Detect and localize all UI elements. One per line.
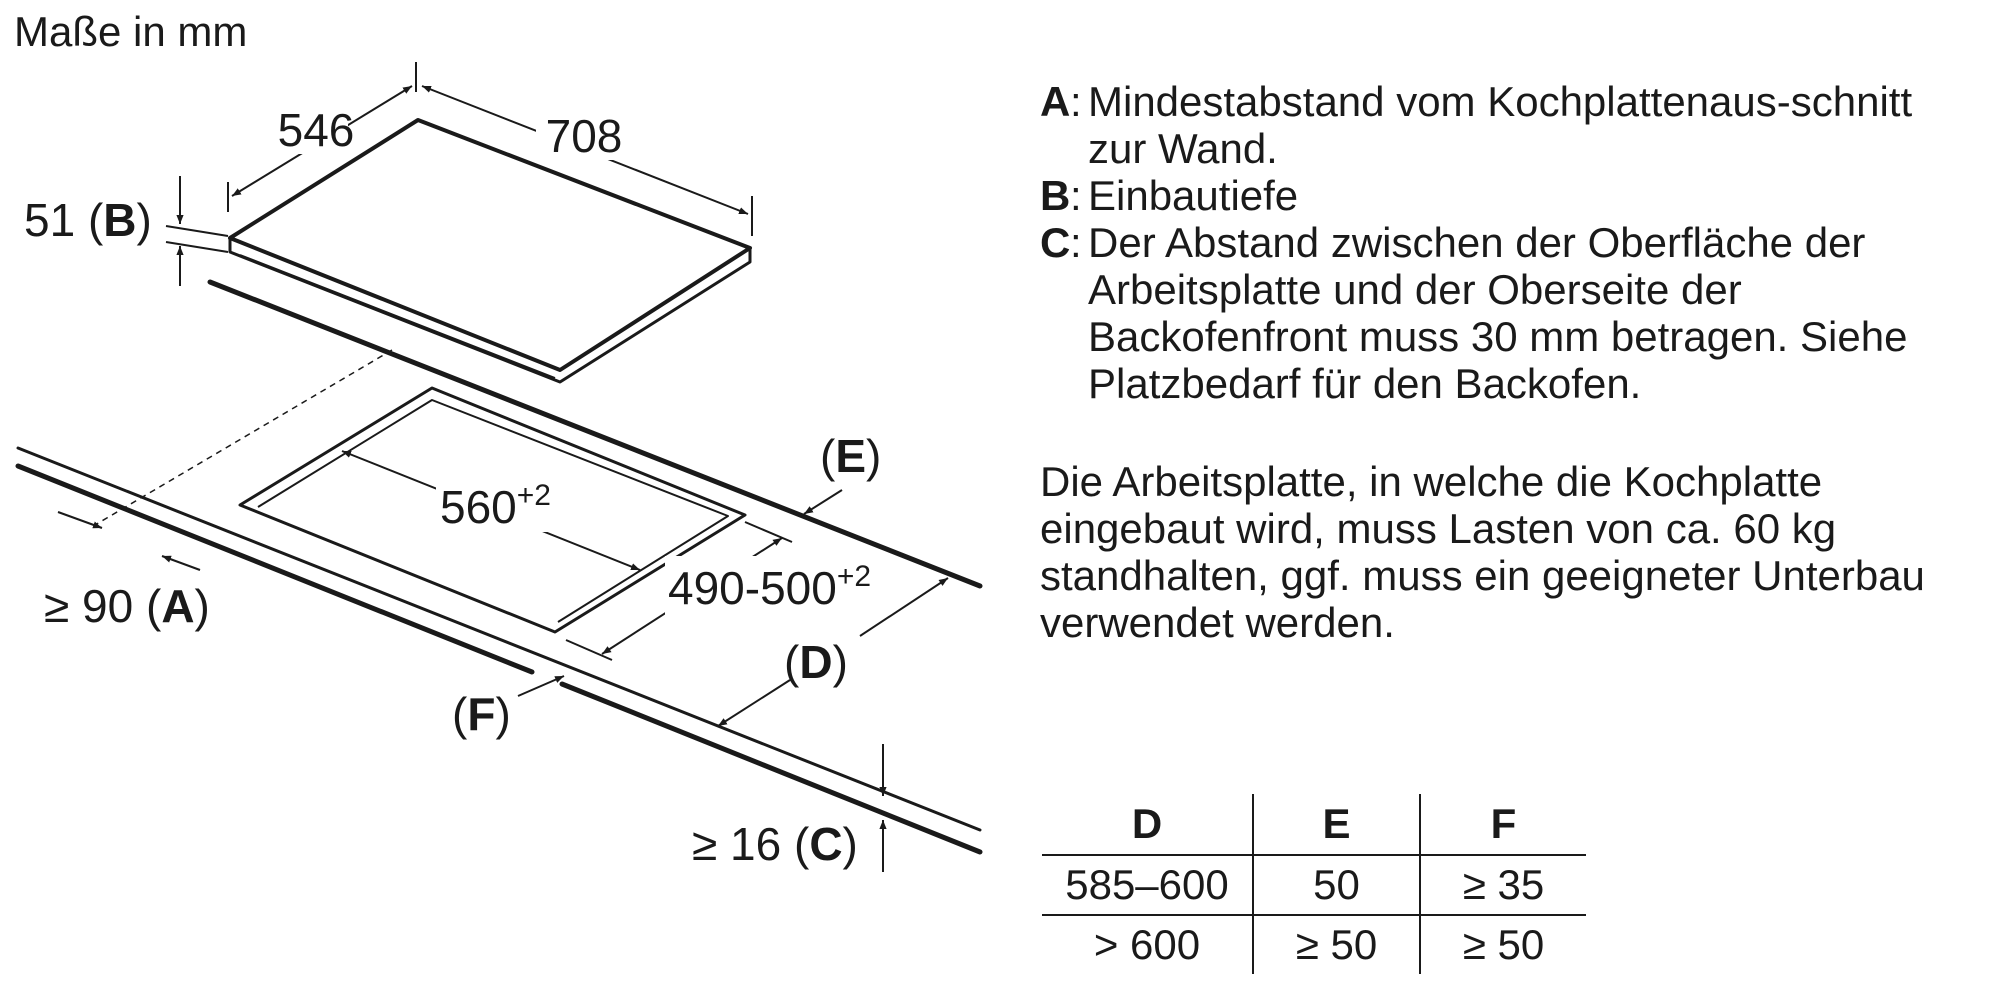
table-cell: ≥ 35 <box>1419 855 1586 916</box>
worktop-front-bottom-edge-right <box>559 681 983 855</box>
label-width: 708 <box>546 110 623 162</box>
label-cutout-width: 560+2 <box>440 479 551 533</box>
cutout-outer <box>238 386 747 634</box>
table-header: E <box>1252 794 1420 856</box>
cooktop-top-face <box>228 118 752 372</box>
legend-key: C <box>1040 219 1071 266</box>
label-depth: 546 <box>278 104 355 156</box>
table-cell: 50 <box>1252 855 1420 916</box>
table-header: D <box>1042 794 1253 856</box>
table-header-row: D E F <box>1042 794 1586 856</box>
legend-key: A <box>1040 78 1071 125</box>
cooktop <box>228 118 752 384</box>
worktop-front-top-edge <box>16 446 982 832</box>
table-cell: > 600 <box>1093 921 1201 968</box>
legend-key: B <box>1040 172 1071 219</box>
worktop-back-edge <box>207 279 983 589</box>
worktop-front-bottom-edge-left <box>15 463 535 675</box>
dimension-wall-distance <box>57 511 201 571</box>
clearance-table: D E F 585–600 50 ≥ 35 > 600 ≥ 50 ≥ 50 <box>1042 794 1586 974</box>
label-e: (E) <box>820 430 881 482</box>
leader-e <box>803 489 843 515</box>
table-cell: ≥ 50 <box>1252 915 1420 974</box>
legend-item-c: C: Der Abstand zwischen der Oberfläche d… <box>1040 219 1980 407</box>
page-title: Maße in mm <box>14 8 248 55</box>
dimension-d <box>717 577 949 727</box>
dimension-height <box>165 176 229 286</box>
projection-line <box>94 349 393 526</box>
table-row: 585–600 50 ≥ 35 <box>1042 855 1586 916</box>
worktop <box>15 279 983 855</box>
label-front-distance: ≥ 16 (C) <box>692 818 858 870</box>
installation-drawing: 546 708 51 (B) 560+2 490-500+2 ≥ 90 (A) <box>15 62 983 872</box>
legend-text: Der Abstand zwischen der Oberfläche der … <box>1088 219 1908 407</box>
label-f: (F) <box>452 688 511 740</box>
table-row: > 600 ≥ 50 ≥ 50 <box>1042 915 1586 974</box>
label-height: 51 (B) <box>24 194 152 246</box>
table-cell: ≥ 50 <box>1419 915 1586 974</box>
table-cell: 585–600 <box>1042 855 1253 916</box>
label-wall-distance: ≥ 90 (A) <box>44 580 210 632</box>
legend-text: Einbautiefe <box>1088 172 1299 219</box>
leader-f <box>517 675 565 697</box>
legend-text: Mindestabstand vom Kochplattenaus-schnit… <box>1088 78 1913 172</box>
legend: A: Mindestabstand vom Kochplattenaus-sch… <box>1040 78 1980 407</box>
load-note: Die Arbeitsplatte, in welche die Kochpla… <box>1040 458 1925 646</box>
label-d: (D) <box>784 636 848 688</box>
legend-item-a: A: Mindestabstand vom Kochplattenaus-sch… <box>1040 78 1980 172</box>
label-cutout-depth: 490-500+2 <box>668 560 871 614</box>
legend-item-b: B: Einbautiefe <box>1040 172 1980 219</box>
table-header: F <box>1419 794 1586 856</box>
